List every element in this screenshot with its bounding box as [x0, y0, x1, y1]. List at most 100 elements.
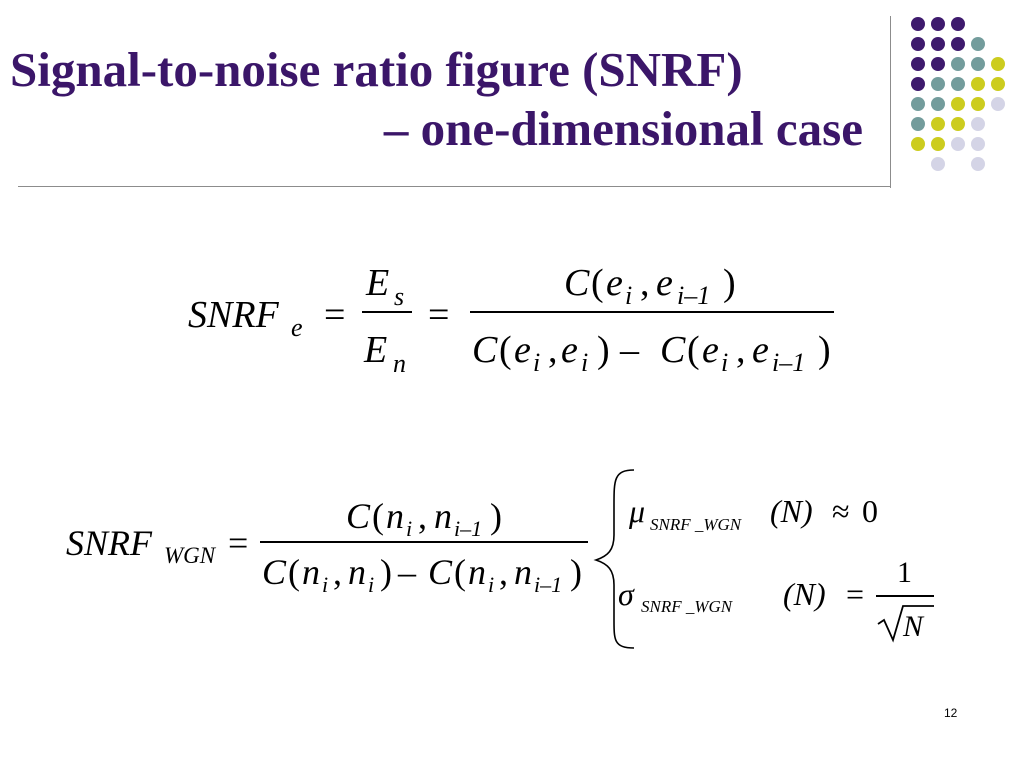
eq1-den2-sub2: i–1 — [772, 348, 805, 377]
title-line-2: – one-dimensional case — [383, 101, 863, 156]
eq1-den2-close: ) — [818, 329, 831, 371]
eq2-den2-n2: n — [514, 552, 532, 592]
sigma-symbol: σ — [618, 576, 635, 612]
eq2-den1-comma: , — [333, 552, 342, 592]
eq1-frac-den: E — [363, 329, 387, 371]
mu-argument: (N) — [770, 493, 813, 529]
decor-dot — [931, 17, 945, 31]
sigma-numerator: 1 — [897, 556, 912, 589]
mu-subscript: SNRF _WGN — [650, 515, 743, 534]
eq1-den2-open: ( — [687, 329, 700, 371]
decor-dot — [911, 137, 925, 151]
eq1-num-close: ) — [723, 262, 736, 304]
eq1-num-e2: e — [656, 262, 673, 304]
eq2-den2-C: C — [428, 552, 453, 592]
cases-brace — [593, 469, 635, 649]
eq2-num-sub1: i — [406, 516, 412, 541]
decor-dot — [931, 77, 945, 91]
title-line-1: Signal-to-noise ratio figure (SNRF) — [10, 42, 743, 97]
eq2-den2-comma: , — [499, 552, 508, 592]
decor-dot — [971, 137, 985, 151]
eq1-den1-sub2: i — [581, 348, 588, 377]
eq2-den1-n2: n — [348, 552, 366, 592]
eq1-den1-sub1: i — [533, 348, 540, 377]
cases-sigma-line: σ SNRF _WGN (N) = 1 N — [618, 556, 934, 643]
eq1-frac-den-subscript: n — [393, 349, 406, 378]
eq2-num-n1: n — [386, 496, 404, 536]
decor-dot — [951, 17, 965, 31]
eq1-den1-open: ( — [499, 329, 512, 371]
decor-dot — [991, 77, 1005, 91]
sigma-equals: = — [846, 576, 864, 612]
eq2-den2-open: ( — [454, 552, 466, 592]
eq1-den1-e1: e — [514, 329, 531, 371]
decor-dot — [991, 57, 1005, 71]
title-divider-vertical — [890, 16, 891, 188]
decor-dot — [931, 37, 945, 51]
eq2-den1-n1: n — [302, 552, 320, 592]
decor-dot — [931, 117, 945, 131]
eq2-den1-open: ( — [288, 552, 300, 592]
eq2-den1-sub1: i — [322, 572, 328, 597]
eq1-num-sub1: i — [625, 281, 632, 310]
eq2-den2-sub2: i–1 — [534, 572, 562, 597]
decor-dot — [971, 77, 985, 91]
slide-title: Signal-to-noise ratio figure (SNRF) – on… — [10, 40, 865, 158]
decor-dot — [911, 77, 925, 91]
eq1-num-C: C — [564, 262, 590, 304]
decor-dot — [951, 37, 965, 51]
eq1-den2-comma: , — [736, 329, 746, 371]
eq2-lhs: SNRF — [66, 523, 153, 563]
decor-dot — [951, 57, 965, 71]
eq1-den1-comma: , — [548, 329, 558, 371]
eq1-lhs: SNRF — [188, 294, 280, 336]
decor-dot — [931, 97, 945, 111]
eq2-den1-C: C — [262, 552, 287, 592]
decor-dot — [911, 17, 925, 31]
decor-dot — [931, 57, 945, 71]
eq1-den2-e2: e — [752, 329, 769, 371]
eq1-minus: – — [619, 329, 640, 371]
eq2-equals: = — [228, 523, 248, 563]
approx-symbol: ≈ — [832, 493, 850, 529]
decor-dot — [951, 117, 965, 131]
equation-snrf-wgn: SNRF WGN = C ( n i , n i–1 ) C ( n i , n… — [66, 496, 588, 597]
eq1-num-open: ( — [591, 262, 604, 304]
eq1-lhs-subscript: e — [291, 313, 303, 342]
mu-value: 0 — [862, 493, 878, 529]
eq2-den2-n1: n — [468, 552, 486, 592]
decor-dot — [971, 37, 985, 51]
decor-dot — [971, 97, 985, 111]
eq2-num-close: ) — [490, 496, 502, 536]
decor-dot — [911, 117, 925, 131]
eq1-num-e1: e — [606, 262, 623, 304]
decor-dot — [911, 97, 925, 111]
sigma-denominator-N: N — [902, 610, 925, 643]
eq1-den2-sub1: i — [721, 348, 728, 377]
cases-mu-line: μ SNRF _WGN (N) ≈ 0 — [628, 493, 878, 534]
decor-dot — [951, 77, 965, 91]
eq2-num-n2: n — [434, 496, 452, 536]
eq2-num-comma: , — [418, 496, 427, 536]
decor-dot — [971, 117, 985, 131]
eq1-den2-C: C — [660, 329, 686, 371]
eq2-den1-sub2: i — [368, 572, 374, 597]
sigma-argument: (N) — [783, 576, 826, 612]
eq1-frac-num: E — [365, 262, 389, 304]
decor-dot — [911, 57, 925, 71]
eq2-lhs-subscript: WGN — [164, 543, 217, 568]
sqrt-icon — [877, 605, 934, 643]
decor-dot — [991, 97, 1005, 111]
eq2-den2-sub1: i — [488, 572, 494, 597]
mu-symbol: μ — [628, 493, 645, 529]
equation-snrf-e: SNRF e = E s E n = C ( e i , e i–1 ) C (… — [188, 262, 834, 378]
eq1-equals-2: = — [428, 294, 449, 336]
eq1-num-sub2: i–1 — [677, 281, 710, 310]
title-divider-horizontal — [18, 186, 890, 187]
eq2-den1-close: ) — [380, 552, 392, 592]
eq1-num-comma: , — [640, 262, 650, 304]
decor-dot — [971, 157, 985, 171]
eq1-equals-1: = — [324, 294, 345, 336]
eq1-den1-e2: e — [561, 329, 578, 371]
